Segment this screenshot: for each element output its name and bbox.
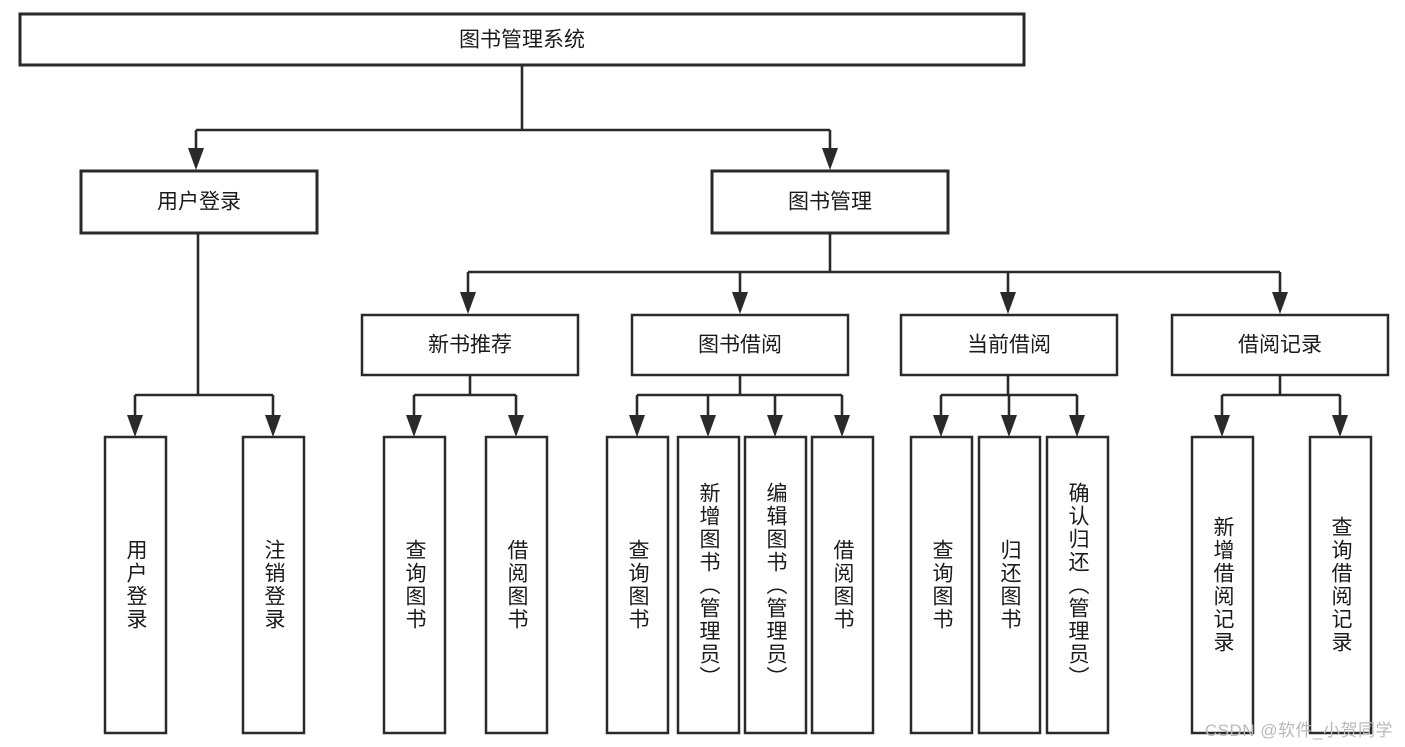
node-leaf-query-record[interactable] xyxy=(1308,435,1373,735)
node-root[interactable]: 图书管理系统 xyxy=(18,12,1026,67)
node-new-book-recommend[interactable]: 新书推荐 xyxy=(360,313,580,377)
connector-currentborrow-to-leaves xyxy=(933,375,1085,437)
node-current-borrow-label: 当前借阅 xyxy=(967,334,1051,357)
arrow-head-icon xyxy=(127,415,143,437)
arrow-head-icon xyxy=(933,415,949,437)
node-leaf-borrow-book-2[interactable] xyxy=(810,435,875,735)
node-leaf-query-book-2[interactable] xyxy=(605,435,670,735)
connector-root-to-level2 xyxy=(188,65,838,170)
arrow-head-icon xyxy=(629,415,645,437)
arrow-head-icon xyxy=(767,415,783,437)
arrow-head-icon xyxy=(508,415,524,437)
node-current-borrow[interactable]: 当前借阅 xyxy=(899,313,1119,377)
node-borrow-record[interactable]: 借阅记录 xyxy=(1170,313,1390,377)
node-root-label: 图书管理系统 xyxy=(459,29,585,52)
arrow-head-icon xyxy=(265,415,281,437)
node-leaf-edit-book[interactable] xyxy=(743,435,808,735)
connector-bookmanage-to-level3 xyxy=(460,233,1288,314)
node-leaf-query-book-3[interactable] xyxy=(909,435,974,735)
node-book-manage-label: 图书管理 xyxy=(788,191,872,214)
node-leaf-user-login[interactable] xyxy=(103,435,168,735)
arrow-head-icon xyxy=(1214,415,1230,437)
node-book-borrow[interactable]: 图书借阅 xyxy=(630,313,850,377)
node-leaf-query-book-1[interactable] xyxy=(382,435,447,735)
connector-bookborrow-to-leaves xyxy=(629,375,850,437)
node-leaf-add-book[interactable] xyxy=(676,435,741,735)
arrow-head-icon xyxy=(834,415,850,437)
node-leaf-confirm-return[interactable] xyxy=(1045,435,1110,735)
connector-newbook-to-leaves xyxy=(406,375,524,437)
node-leaf-borrow-book-1[interactable] xyxy=(484,435,549,735)
node-borrow-record-label: 借阅记录 xyxy=(1238,334,1322,357)
arrow-head-icon xyxy=(1069,415,1085,437)
arrow-head-icon xyxy=(188,148,204,170)
arrow-head-icon xyxy=(732,292,748,314)
node-book-borrow-label: 图书借阅 xyxy=(698,334,782,357)
node-user-login-label: 用户登录 xyxy=(157,191,241,214)
arrow-head-icon xyxy=(1272,292,1288,314)
node-user-login[interactable]: 用户登录 xyxy=(79,169,319,235)
node-new-book-recommend-label: 新书推荐 xyxy=(428,334,512,357)
arrow-head-icon xyxy=(1001,415,1017,437)
node-leaf-logout-login[interactable] xyxy=(241,435,306,735)
connector-borrowrecord-to-leaves xyxy=(1214,375,1348,437)
connector-userlogin-to-leaves xyxy=(127,233,281,437)
watermark-text: CSDN @软件_小贺同学 xyxy=(1204,721,1393,740)
arrow-head-icon xyxy=(460,292,476,314)
node-leaf-add-record[interactable] xyxy=(1190,435,1255,735)
arrow-head-icon xyxy=(822,148,838,170)
node-book-manage[interactable]: 图书管理 xyxy=(710,169,950,235)
arrow-head-icon xyxy=(700,415,716,437)
node-leaf-return-book[interactable] xyxy=(977,435,1042,735)
arrow-head-icon xyxy=(406,415,422,437)
arrow-head-icon xyxy=(1332,415,1348,437)
arrow-head-icon xyxy=(1000,292,1016,314)
